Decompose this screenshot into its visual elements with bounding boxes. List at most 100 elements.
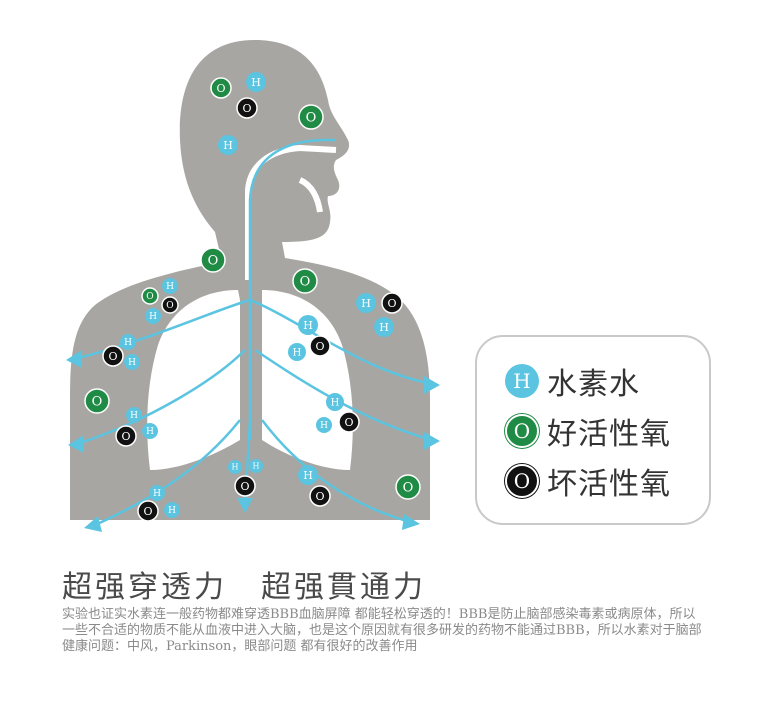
good-oxygen-molecule: O bbox=[210, 77, 232, 99]
bad-oxygen-molecule: O bbox=[236, 97, 258, 119]
molecule-symbol: O bbox=[403, 481, 414, 496]
molecule-symbol: H bbox=[124, 338, 132, 348]
good-oxygen-molecule: O bbox=[298, 104, 324, 130]
headline: 超强穿透力超强貫通力 bbox=[62, 562, 426, 606]
bad-oxygen-molecule: O bbox=[338, 411, 360, 433]
hydrogen-molecule: H bbox=[162, 278, 178, 294]
hydrogen-molecule: H bbox=[356, 293, 376, 313]
hydrogen-molecule: H bbox=[149, 485, 165, 501]
bad-oxygen-molecule: O bbox=[115, 425, 137, 447]
throat-line bbox=[298, 177, 323, 213]
molecule-symbol: H bbox=[361, 297, 371, 310]
molecule-symbol: H bbox=[320, 421, 328, 431]
molecule-circle bbox=[298, 465, 318, 485]
molecule-circle bbox=[149, 485, 165, 501]
hydrogen-molecule: H bbox=[316, 417, 332, 433]
molecule-circle bbox=[218, 135, 238, 155]
molecule-circle bbox=[338, 411, 360, 433]
bad-oxygen-molecule: O bbox=[102, 345, 124, 367]
hydrogen-molecule: H bbox=[218, 135, 238, 155]
bad-oxygen-molecule: O bbox=[234, 475, 256, 497]
body-paragraph: 实验也证实水素连一般药物都难穿透BBB血脑屏障 都能轻松穿透的！BBB是防止脑部… bbox=[62, 607, 702, 654]
molecule-circle bbox=[124, 354, 140, 370]
left-lung bbox=[147, 290, 240, 470]
good-oxygen-molecule: O bbox=[84, 388, 110, 414]
molecule-circle bbox=[141, 287, 159, 305]
molecule-symbol: H bbox=[303, 469, 313, 482]
arrow-heads bbox=[66, 350, 440, 532]
headline-part1: 超强穿透力 bbox=[62, 570, 227, 605]
molecule-symbol: H bbox=[128, 358, 136, 368]
bad-oxygen-icon: O bbox=[505, 464, 539, 498]
legend-label-good-oxygen: 好活性氧 bbox=[547, 417, 671, 452]
airflow-line bbox=[248, 138, 336, 440]
hydrogen-icon: H bbox=[505, 364, 539, 398]
molecule-circle bbox=[228, 460, 242, 474]
arrow-head bbox=[66, 350, 82, 368]
hydrogen-molecule: H bbox=[326, 393, 344, 411]
good-oxygen-icon: O bbox=[505, 414, 539, 448]
molecule-symbol: H bbox=[130, 411, 138, 421]
hydrogen-molecule: H bbox=[145, 308, 161, 324]
molecule-circle bbox=[298, 315, 318, 335]
molecule-circle bbox=[356, 293, 376, 313]
molecule-circle bbox=[395, 474, 421, 500]
hydrogen-molecule: H bbox=[124, 354, 140, 370]
arrow-head bbox=[84, 516, 102, 532]
molecule-circle bbox=[161, 296, 179, 314]
hydrogen-molecule: H bbox=[246, 72, 266, 92]
molecule-circle bbox=[142, 423, 158, 439]
legend-label-hydrogen: 水素水 bbox=[547, 367, 640, 402]
arrow-head bbox=[424, 376, 440, 394]
molecule-circle bbox=[298, 104, 324, 130]
legend-box: H 水素水 O 好活性氧 O 坏活性氧 bbox=[475, 335, 711, 525]
molecule-circle bbox=[115, 425, 137, 447]
molecule-circle bbox=[120, 334, 136, 350]
molecule-circle bbox=[246, 72, 266, 92]
molecule-symbol: H bbox=[168, 506, 176, 516]
airflow-line bbox=[261, 419, 411, 524]
good-oxygen-molecule: O bbox=[395, 474, 421, 500]
molecule-symbol: H bbox=[293, 347, 302, 358]
molecule-symbol: O bbox=[121, 430, 130, 443]
hydrogen-molecule: H bbox=[120, 334, 136, 350]
molecule-circle bbox=[210, 77, 232, 99]
molecule-symbol: H bbox=[232, 463, 239, 472]
hydrogen-molecule: H bbox=[249, 459, 263, 473]
molecule-circle bbox=[164, 502, 180, 518]
nasal-cavity bbox=[245, 144, 337, 280]
molecule-symbol: H bbox=[303, 319, 313, 332]
legend-label-bad-oxygen: 坏活性氧 bbox=[547, 467, 671, 502]
molecule-symbol: O bbox=[143, 505, 152, 518]
molecule-circle bbox=[200, 247, 226, 273]
molecule-circle bbox=[102, 345, 124, 367]
good-oxygen-molecule: O bbox=[292, 268, 318, 294]
molecule-symbol: H bbox=[253, 462, 260, 471]
molecule-circle bbox=[292, 268, 318, 294]
molecule-symbol: H bbox=[149, 312, 157, 322]
hydrogen-molecule: H bbox=[126, 407, 142, 423]
arrow-head bbox=[402, 514, 420, 530]
molecule-circle bbox=[234, 475, 256, 497]
hydrogen-molecule: H bbox=[298, 465, 318, 485]
bad-oxygen-molecule: O bbox=[309, 485, 331, 507]
airflow-line bbox=[77, 298, 251, 360]
good-oxygen-molecule: O bbox=[200, 247, 226, 273]
bad-oxygen-molecule: O bbox=[381, 292, 403, 314]
molecule-symbol: H bbox=[331, 397, 340, 408]
molecule-circle bbox=[374, 317, 394, 337]
legend-row-hydrogen: H 水素水 bbox=[505, 361, 640, 402]
molecule-symbol: O bbox=[300, 275, 311, 290]
molecule-symbol: O bbox=[146, 292, 153, 302]
hydrogen-molecule: H bbox=[164, 502, 180, 518]
molecule-symbol: O bbox=[242, 102, 251, 115]
molecule-symbol: O bbox=[166, 301, 173, 311]
legend-row-bad-oxygen: O 坏活性氧 bbox=[505, 461, 671, 502]
molecule-symbol: O bbox=[306, 111, 317, 126]
bad-oxygen-molecule: O bbox=[161, 296, 179, 314]
hydrogen-molecule: H bbox=[228, 460, 242, 474]
arrow-head bbox=[237, 498, 253, 513]
headline-part2: 超强貫通力 bbox=[261, 570, 426, 605]
molecule-symbol: H bbox=[223, 139, 233, 152]
